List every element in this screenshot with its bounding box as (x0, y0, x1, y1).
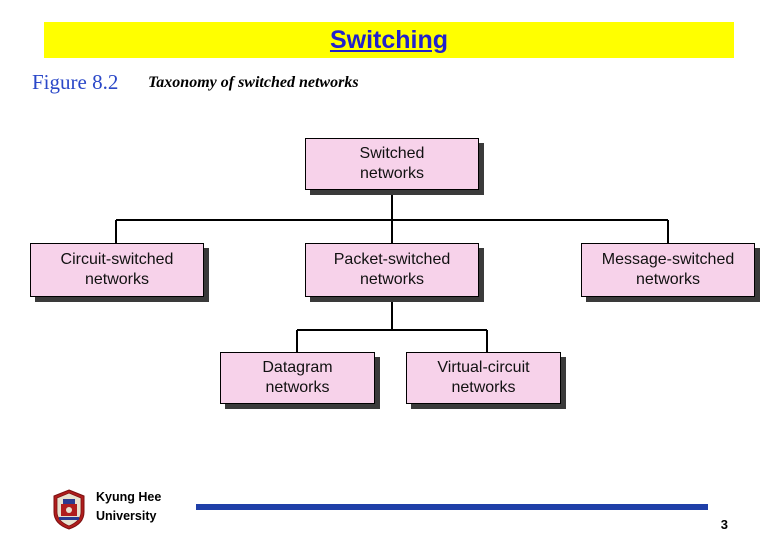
figure-caption: Taxonomy of switched networks (148, 74, 359, 91)
node-switched-networks[interactable]: Switched networks (305, 138, 479, 190)
slide-title: Switching (329, 26, 449, 54)
node-datagram-networks[interactable]: Datagram networks (220, 352, 375, 404)
node-message-switched-networks[interactable]: Message-switched networks (581, 243, 755, 297)
university-crest-icon (53, 489, 85, 530)
node-packet-switched-networks[interactable]: Packet-switched networks (305, 243, 479, 297)
title-banner (44, 22, 734, 58)
figure-label: Figure 8.2 (32, 70, 119, 94)
footer-rule (196, 504, 708, 510)
footer-organization: Kyung Hee University (96, 490, 162, 523)
page-number: 3 (720, 517, 728, 532)
node-circuit-switched-networks[interactable]: Circuit-switched networks (30, 243, 204, 297)
node-virtual-circuit-networks[interactable]: Virtual-circuit networks (406, 352, 561, 404)
